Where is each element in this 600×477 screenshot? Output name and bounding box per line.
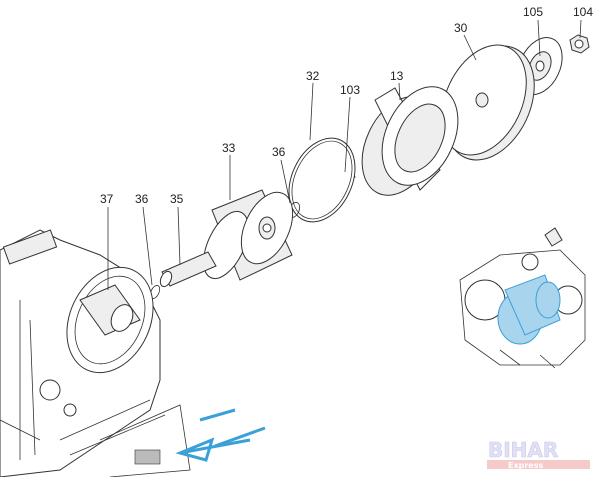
inset-pump-thumbnail [459, 227, 586, 369]
part-35-pin [159, 251, 217, 288]
label-103: 103 [340, 83, 360, 97]
label-32: 32 [306, 69, 320, 83]
part-37-pump-body [0, 229, 191, 477]
leader-lines [107, 19, 582, 290]
part-33-piston [203, 189, 294, 281]
watermark-subtitle: Express [508, 461, 543, 470]
part-32-circlip [288, 137, 356, 223]
direction-arrow [175, 408, 266, 462]
part-13-cup [361, 86, 459, 196]
watermark-logo: BIHAR Express [487, 438, 590, 470]
label-30: 30 [454, 21, 468, 35]
label-104: 104 [573, 5, 593, 19]
part-30-diaphragm [441, 44, 535, 161]
part-104-nut [569, 34, 590, 54]
label-105: 105 [523, 5, 543, 19]
label-35: 35 [170, 192, 184, 206]
label-13: 13 [390, 69, 404, 83]
label-37: 37 [100, 192, 114, 206]
label-33: 33 [222, 141, 236, 155]
label-36-lower: 36 [135, 192, 149, 206]
label-36-upper: 36 [272, 145, 286, 159]
watermark-title: BIHAR [488, 438, 558, 462]
